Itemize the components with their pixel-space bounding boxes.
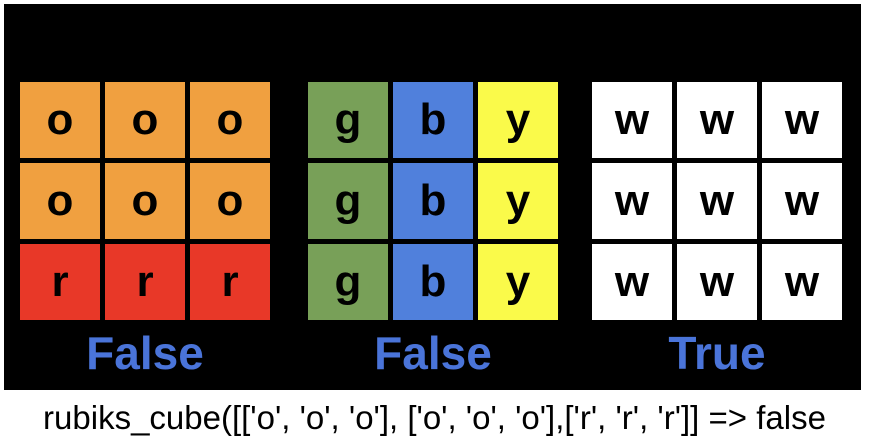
sticker-2-1: g	[308, 163, 388, 239]
sticker-2-2: w	[677, 163, 757, 239]
sticker-2-1: w	[592, 163, 672, 239]
face-3-result: True	[668, 327, 766, 379]
sticker-2-3: o	[190, 163, 270, 239]
sticker-1-1: g	[308, 82, 388, 158]
sticker-3-2: w	[677, 244, 757, 320]
sticker-3-1: g	[308, 244, 388, 320]
function-call-caption: rubiks_cube([['o', 'o', 'o'], ['o', 'o',…	[43, 399, 826, 436]
sticker-1-2: w	[677, 82, 757, 158]
sticker-1-2: o	[105, 82, 185, 158]
sticker-2-3: y	[478, 163, 558, 239]
sticker-2-2: b	[393, 163, 473, 239]
sticker-3-3: r	[190, 244, 270, 320]
sticker-3-2: r	[105, 244, 185, 320]
sticker-1-3: y	[478, 82, 558, 158]
sticker-2-1: o	[20, 163, 100, 239]
sticker-1-1: o	[20, 82, 100, 158]
sticker-2-2: o	[105, 163, 185, 239]
sticker-2-3: w	[762, 163, 842, 239]
sticker-3-1: w	[592, 244, 672, 320]
face-2-result: False	[374, 327, 492, 379]
sticker-1-2: b	[393, 82, 473, 158]
sticker-1-3: w	[762, 82, 842, 158]
sticker-3-2: b	[393, 244, 473, 320]
sticker-1-3: o	[190, 82, 270, 158]
sticker-1-1: w	[592, 82, 672, 158]
sticker-3-3: y	[478, 244, 558, 320]
face-1-result: False	[86, 327, 204, 379]
sticker-3-3: w	[762, 244, 842, 320]
sticker-3-1: r	[20, 244, 100, 320]
